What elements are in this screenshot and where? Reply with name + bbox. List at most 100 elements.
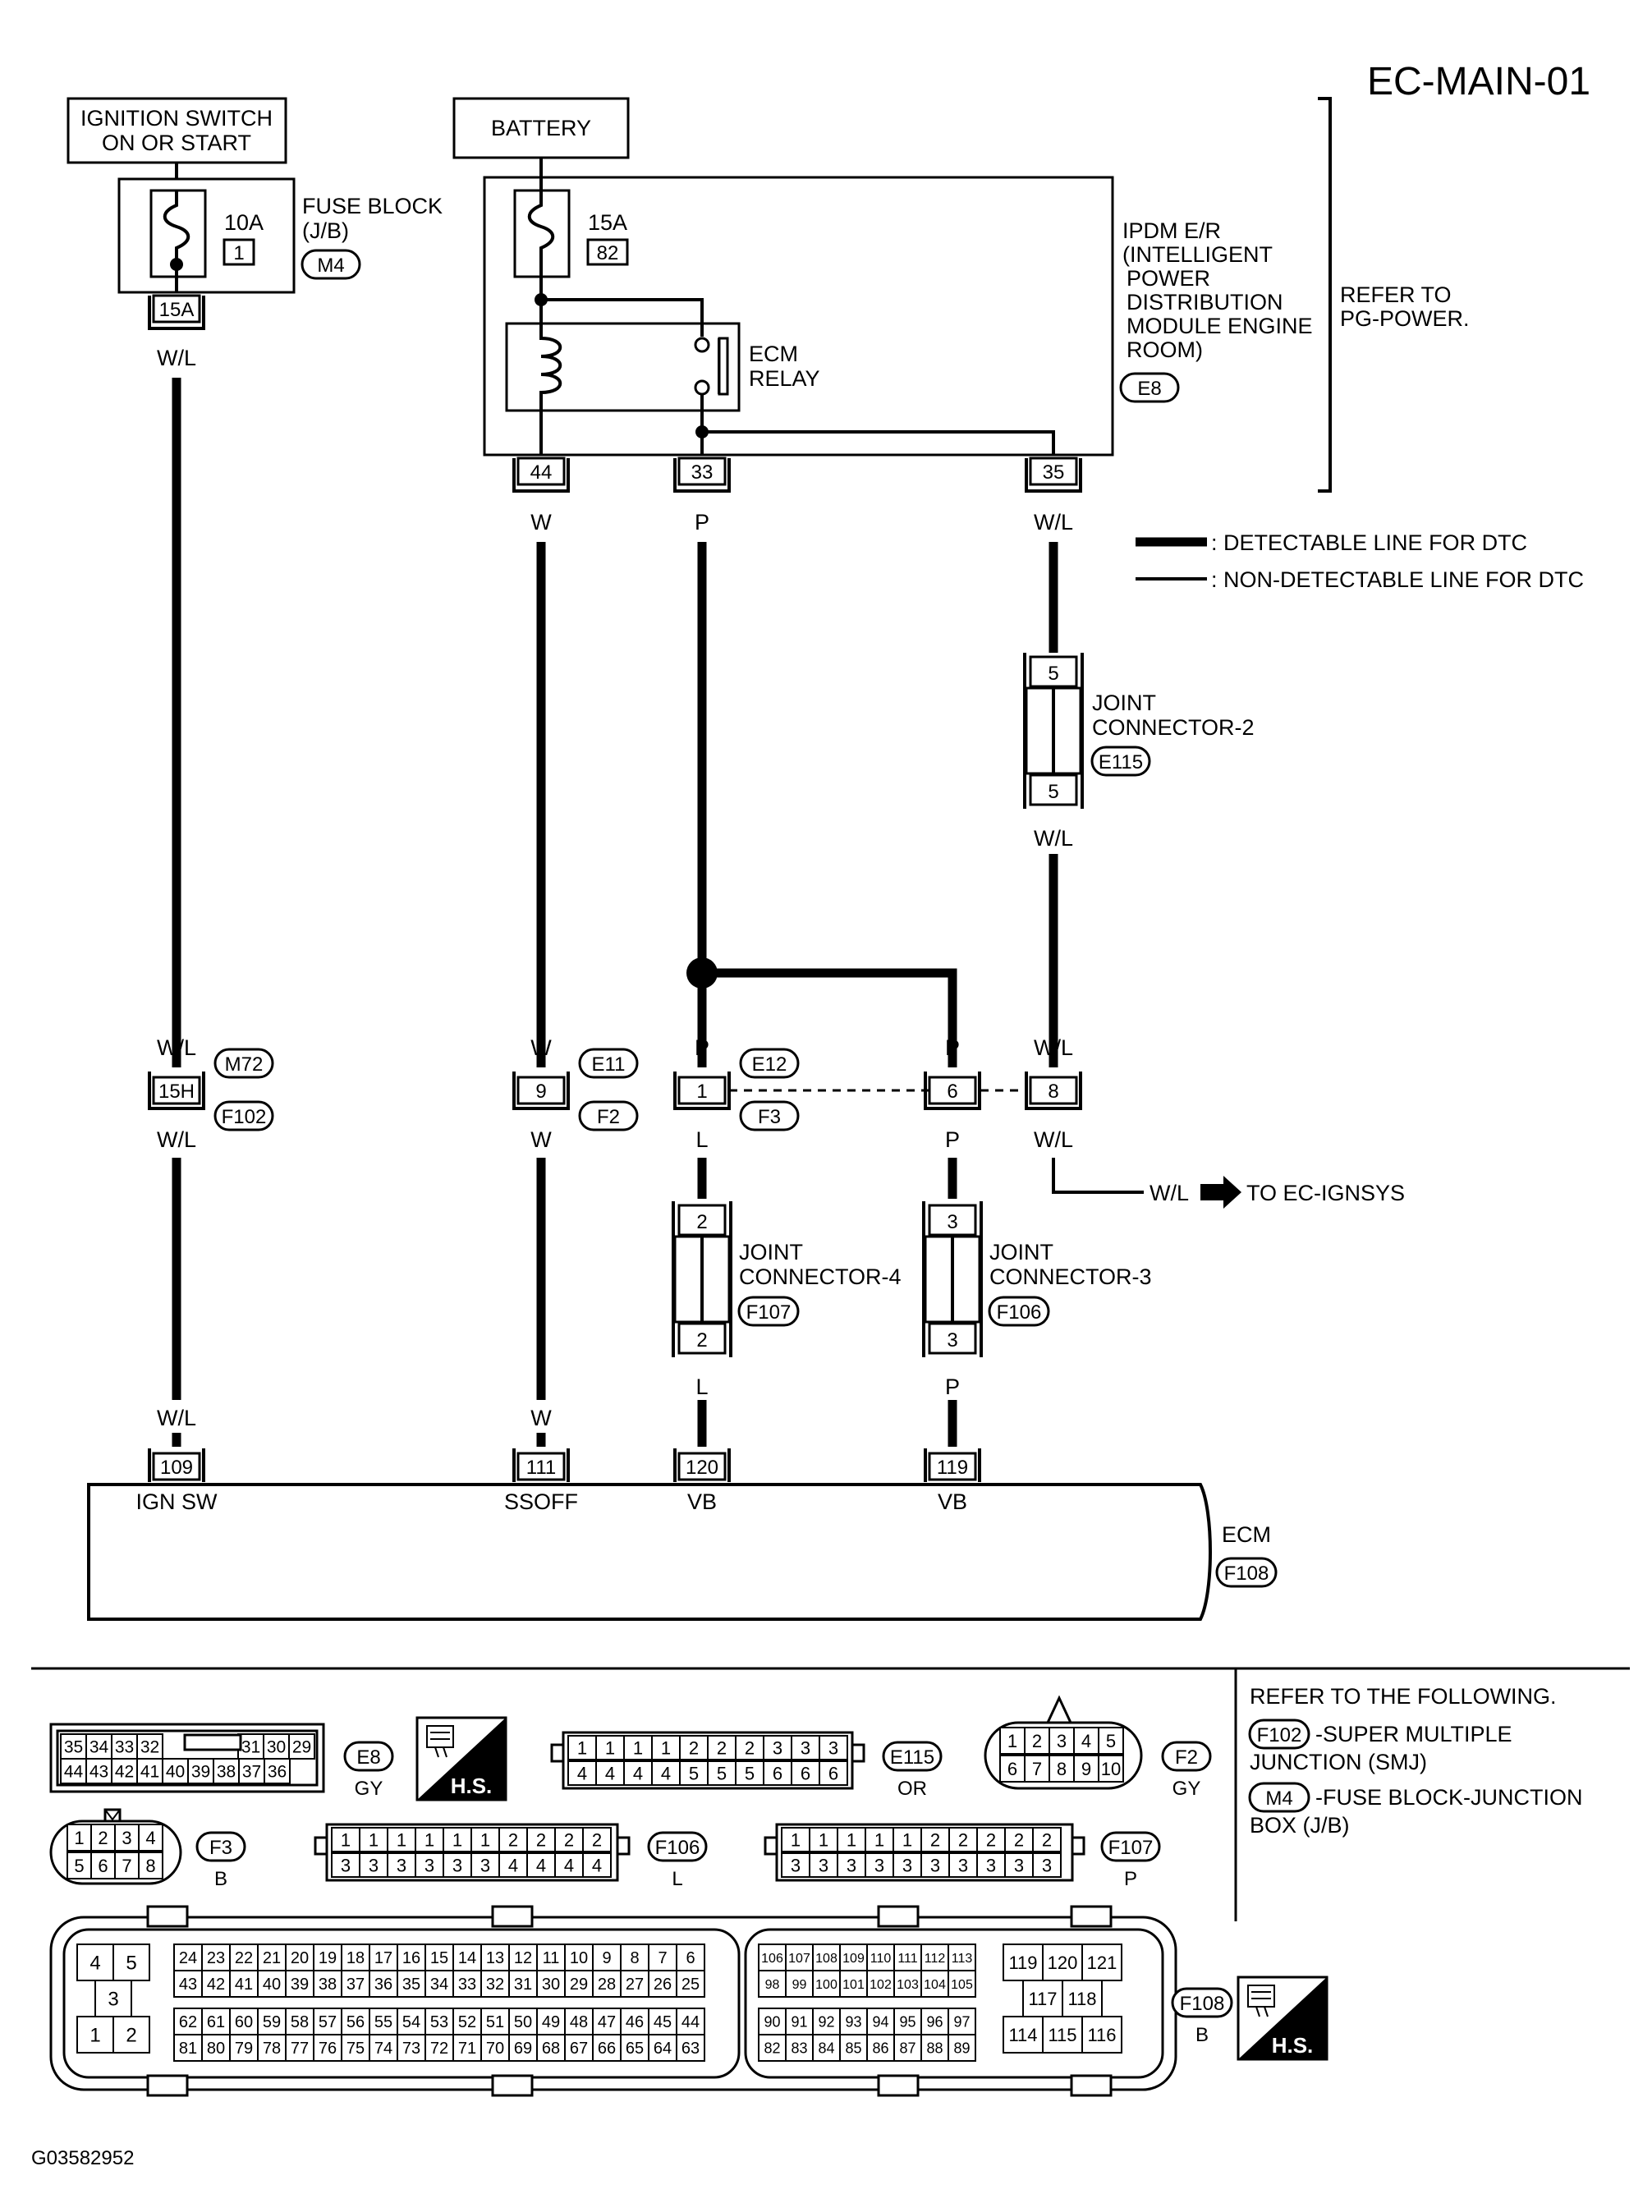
f107-bot-pin: 3 — [1042, 1855, 1052, 1875]
f108-right-pin-cell — [866, 2034, 895, 2062]
f3-bot-pin: 8 — [145, 1856, 155, 1876]
ecm-pin-name-120: VB — [687, 1489, 717, 1514]
f108-right-pin-cell — [758, 2008, 787, 2035]
ignition-switch-label-2: ON OR START — [102, 131, 251, 155]
f108-right-pin: 84 — [818, 2040, 834, 2056]
svg-text:2: 2 — [696, 1329, 707, 1352]
f106-bot-pin-cell — [331, 1852, 360, 1878]
f108-small-pin-cell — [112, 2016, 150, 2054]
f108-small-pin-cell — [112, 1944, 150, 1981]
f2-bot-pin-cell — [1073, 1755, 1099, 1783]
e8-bot-pin-cell — [60, 1758, 87, 1784]
f108-sig-bot-pin: 49 — [542, 2013, 560, 2031]
f108-small-pin: 4 — [89, 1953, 100, 1975]
f106-bot-pin: 3 — [369, 1855, 379, 1875]
f106-top-pin: 2 — [564, 1829, 574, 1850]
f108-sig-top-pin: 19 — [319, 1949, 337, 1967]
f108-sig-bot-pin-cell — [648, 2034, 677, 2062]
f108-sig-top-pin: 36 — [374, 1976, 392, 1994]
f108-sig-top-pin-cell — [676, 1944, 705, 1971]
f108-power-pin: 117 — [1028, 1989, 1057, 2009]
f108-sig-bot-pin-cell — [229, 2034, 259, 2062]
f108-right-pin: 90 — [764, 2013, 780, 2030]
f107-top-pin: 1 — [874, 1829, 884, 1850]
f108-right-pin-cell — [839, 2034, 868, 2062]
wire-label-joint2: W/L — [1034, 826, 1073, 851]
f108-sig-bot-pin-cell — [536, 2034, 566, 2062]
f106-bot-pin-cell — [470, 1852, 500, 1878]
f107-top-pin: 2 — [958, 1829, 968, 1850]
wire-label-c2-down: W — [530, 1127, 552, 1152]
f108-sig-top-pin: 32 — [486, 1976, 504, 1994]
refer-item1-code: F102 — [1257, 1724, 1302, 1746]
f108-sig-top-pin: 30 — [542, 1976, 560, 1994]
f108-power-pin: 116 — [1087, 2025, 1116, 2045]
f108-sig-top-pin: 37 — [346, 1976, 365, 1994]
f108-sig-bot-pin: 72 — [430, 2040, 448, 2058]
e115-bot-pin: 6 — [801, 1763, 810, 1783]
e115-top-pin: 1 — [661, 1737, 671, 1758]
f108-right-pin: 91 — [791, 2013, 807, 2030]
f108-right-pin: 99 — [792, 1978, 807, 1992]
fuse-rating-ign: 10A — [224, 210, 264, 235]
e8-bot-pin: 43 — [89, 1763, 108, 1782]
f107-top-pin: 1 — [902, 1829, 912, 1850]
f107-bot-pin-cell — [865, 1852, 894, 1878]
ecm-terminal-109: 109 — [148, 1448, 205, 1482]
f108-right-pin: 83 — [791, 2040, 807, 2056]
f108-right-pin: 103 — [897, 1978, 919, 1992]
f108-sig-bot-pin: 80 — [207, 2040, 225, 2058]
e8-top-pin: 32 — [140, 1738, 159, 1757]
joint3-connector: F106 — [997, 1301, 1042, 1324]
harness-side-icon-2: H.S. — [1237, 1976, 1328, 2061]
f106-top-pin: 1 — [452, 1829, 462, 1850]
f2-bot-pin: 7 — [1032, 1759, 1042, 1779]
e115-top-pin-cell — [567, 1735, 597, 1760]
joint4-connector: F107 — [746, 1301, 792, 1324]
f2-bot-pin: 10 — [1101, 1759, 1121, 1779]
ipdm-terminal-33: 33 — [673, 457, 731, 493]
f107-bot-pin: 3 — [847, 1855, 856, 1875]
f107-bot-pin: 3 — [958, 1855, 968, 1875]
f108-right-pin: 113 — [952, 1952, 973, 1966]
f108-sig-top-pin: 8 — [630, 1949, 639, 1967]
e115-bot-pin: 6 — [828, 1763, 838, 1783]
f3-top-pin: 2 — [98, 1828, 108, 1848]
f108-right-pin: 98 — [765, 1978, 780, 1992]
f108-sig-bot-pin-cell — [397, 2034, 426, 2062]
e115-top-pin: 1 — [605, 1737, 615, 1758]
f107-bot-pin: 3 — [819, 1855, 828, 1875]
fuse-rating-ipdm: 15A — [588, 210, 627, 235]
f108-sig-bot-pin: 68 — [542, 2040, 560, 2058]
wire-label-c4-down: P — [945, 1127, 960, 1152]
f108-small-pin: 3 — [108, 1989, 118, 2011]
svg-text:35: 35 — [1043, 461, 1065, 484]
e115-top-pin: 3 — [828, 1737, 838, 1758]
refer-item2-l2: BOX (J/B) — [1250, 1813, 1350, 1838]
f2-top-pin: 3 — [1057, 1731, 1067, 1751]
f108-sig-top-pin-cell — [536, 1970, 566, 1998]
f108-sig-bot-pin: 58 — [291, 2013, 309, 2031]
f108-right-pin: 110 — [870, 1952, 892, 1966]
f108-right-pin-cell — [893, 2008, 922, 2035]
f108-sig-top-pin: 21 — [263, 1949, 281, 1967]
f108-small-pin: 1 — [89, 2025, 100, 2047]
inline-c2-lower: F2 — [597, 1106, 620, 1128]
e8-top-pin: 34 — [89, 1738, 109, 1757]
f3-bot-pin-cell — [138, 1852, 163, 1879]
f108-sig-bot-pin: 65 — [626, 2040, 644, 2058]
f108-sig-bot-pin-cell — [648, 2008, 677, 2035]
e115-bot-pin-cell — [819, 1760, 848, 1786]
f108-right-pin: 100 — [815, 1978, 837, 1992]
f108-right-pin-cell — [866, 2008, 895, 2035]
f108-power-pin: 121 — [1087, 1953, 1117, 1973]
e8-top-pin: 33 — [115, 1738, 134, 1757]
f108-sig-top-pin: 27 — [626, 1976, 644, 1994]
svg-text:5: 5 — [1048, 781, 1058, 803]
hs-label-2: H.S. — [1272, 2033, 1314, 2058]
ipdm-label-5: MODULE ENGINE — [1127, 314, 1313, 338]
f108-sig-bot-pin: 47 — [598, 2013, 616, 2031]
f107-bot-pin: 3 — [1014, 1855, 1024, 1875]
f107-top-pin: 2 — [930, 1829, 940, 1850]
